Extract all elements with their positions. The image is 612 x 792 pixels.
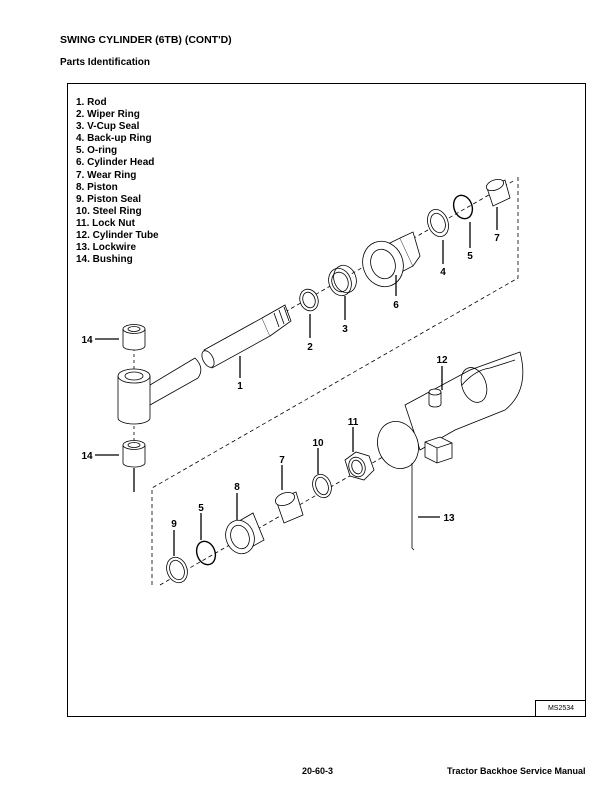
legend-item: 14. Bushing [76,254,133,266]
bushing-lower [122,440,146,468]
legend-item: 10. Steel Ring [76,205,142,217]
rod-eye [117,357,202,425]
rod-part-1 [201,304,292,369]
piston-part [225,512,265,555]
callout-7-upper: 7 [494,233,500,244]
callout-14-lower: 14 [81,451,93,462]
figure-frame [67,83,586,717]
callout-9: 9 [171,519,177,530]
legend-item: 12. Cylinder Tube [76,230,159,242]
cylinder-tube-part [377,351,524,469]
legend-item: 7. Wear Ring [76,169,137,181]
callout-5-lower: 5 [198,503,204,514]
o-ring-lower-part [195,540,217,566]
wear-ring-upper-part [485,178,511,207]
page-number: 20-60-3 [302,766,334,776]
bushing-upper [122,324,146,351]
callout-1: 1 [237,381,243,392]
callout-4: 4 [440,267,446,278]
parts-legend: 1. Rod 2. Wiper Ring 3. V-Cup Seal 4. Ba… [76,97,159,266]
o-ring-upper-part [452,194,474,220]
legend-item: 9. Piston Seal [76,193,142,205]
callout-labels: 1 2 3 4 5 6 7 12 14 14 11 10 7 8 5 9 13 [81,233,500,530]
legend-item: 8. Piston [76,181,118,193]
page-title: SWING CYLINDER (6TB) (CONT'D) [60,34,232,46]
assembly-outline [151,177,519,585]
legend-item: 5. O-ring [76,145,118,157]
callout-14-upper: 14 [81,335,93,346]
legend-item: 2. Wiper Ring [76,109,140,121]
callout-12: 12 [436,355,448,366]
legend-item: 4. Back-up Ring [76,133,152,145]
section-subtitle: Parts Identification [60,57,151,68]
legend-item: 1. Rod [76,97,107,108]
legend-item: 3. V-Cup Seal [76,121,140,133]
manual-title: Tractor Backhoe Service Manual [447,766,586,776]
cylinder-head-part [362,231,421,288]
callout-3: 3 [342,324,348,335]
legend-item: 6. Cylinder Head [76,157,155,169]
axis-upper [284,179,516,313]
v-cup-seal-part [328,264,357,297]
callout-13: 13 [443,513,455,524]
callout-10: 10 [312,438,324,449]
leader-lines [95,207,498,556]
callout-2: 2 [307,342,313,353]
legend-item: 11. Lock Nut [76,217,135,229]
callout-7-lower: 7 [279,455,285,466]
lock-nut-part [344,451,375,481]
lockwire-part [411,463,415,551]
callout-11: 11 [348,417,359,428]
callout-8: 8 [234,482,240,493]
callout-6: 6 [393,300,399,311]
callout-5-upper: 5 [467,251,473,262]
wear-ring-lower-part [274,491,304,524]
figure-id: MS2534 [535,700,586,717]
legend-item: 13. Lockwire [76,242,137,254]
